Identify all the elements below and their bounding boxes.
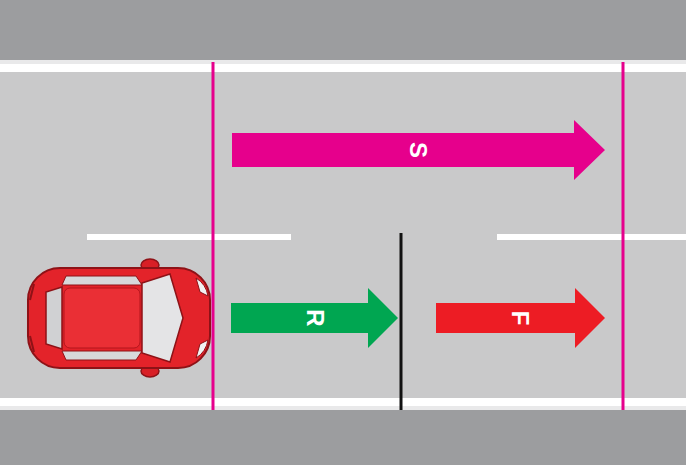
arrow-fill bbox=[231, 288, 398, 348]
headlight bbox=[196, 278, 208, 296]
arrow-text-holder: R bbox=[231, 288, 398, 348]
top-kerb bbox=[0, 60, 686, 64]
lane-dash bbox=[87, 234, 291, 240]
reaction-end-line bbox=[400, 233, 403, 410]
arrow-text-holder: S bbox=[232, 120, 605, 180]
arrow-text-holder: F bbox=[436, 288, 605, 348]
arrow-fill bbox=[232, 120, 605, 180]
stop-line bbox=[622, 62, 625, 410]
car-body bbox=[28, 268, 210, 368]
top-verge bbox=[0, 0, 686, 60]
start-line bbox=[212, 62, 215, 410]
top-edge-line bbox=[0, 64, 686, 72]
distance-arrow: R bbox=[231, 288, 398, 348]
red-car bbox=[28, 259, 210, 377]
arrow-fill bbox=[436, 288, 605, 348]
lane-dash bbox=[497, 234, 686, 240]
side-window bbox=[62, 351, 142, 360]
headlight bbox=[196, 340, 208, 358]
distance-letter: R bbox=[303, 309, 327, 326]
top-verge-fill bbox=[0, 0, 686, 60]
distance-letter: S bbox=[406, 142, 430, 158]
tail-light bbox=[30, 284, 34, 352]
distance-arrow: F bbox=[436, 288, 605, 348]
rear-window bbox=[46, 287, 62, 349]
side-window bbox=[62, 276, 142, 285]
windshield bbox=[142, 274, 183, 362]
bottom-verge bbox=[0, 410, 686, 465]
car-roof bbox=[64, 288, 140, 348]
distance-arrow: S bbox=[232, 120, 605, 180]
distance-letter: F bbox=[508, 311, 532, 326]
bottom-edge-line bbox=[0, 398, 686, 406]
bottom-kerb bbox=[0, 406, 686, 410]
